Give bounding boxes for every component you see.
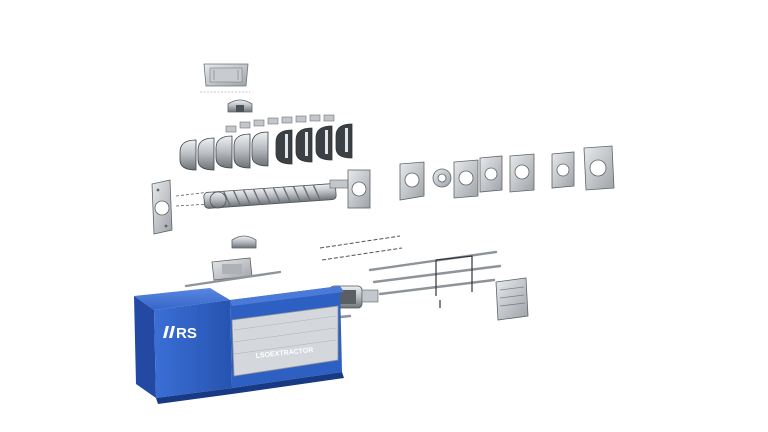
tie-rod-bolts <box>319 235 403 261</box>
side-grill-panel <box>495 277 529 321</box>
clamp-row <box>225 114 335 133</box>
feed-saddle-block <box>227 99 253 113</box>
die-plates <box>347 145 615 209</box>
brand-logo: RS <box>163 325 197 342</box>
barrel-ring-segments <box>179 123 353 171</box>
frame-bracket <box>435 255 473 308</box>
brand-logo-text: RS <box>176 325 197 342</box>
left-end-plate <box>151 179 173 235</box>
left-plate-bolts <box>175 191 211 207</box>
extruder-screw-shaft <box>203 179 349 209</box>
machine-housing <box>134 286 344 404</box>
middle-bracket <box>231 235 257 249</box>
top-hopper-housing <box>200 63 250 93</box>
